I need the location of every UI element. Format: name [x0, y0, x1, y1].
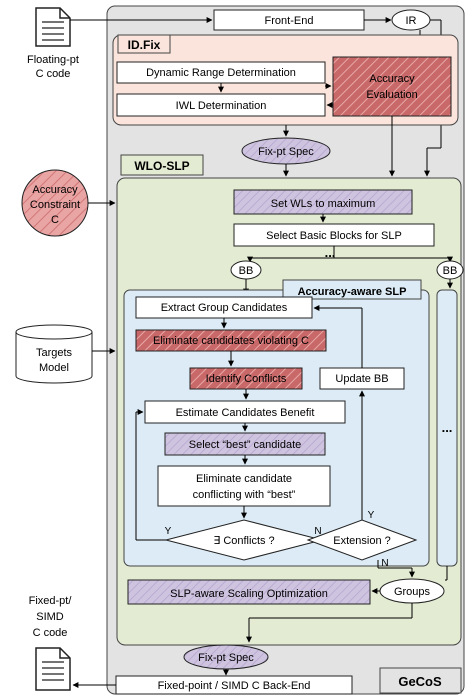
select-best-label: Select “best” candidate	[189, 439, 302, 451]
extension-no-label: N	[381, 558, 388, 569]
accuracy-constraint-label-1: Accuracy	[32, 184, 78, 196]
scaling-optimization-box	[127, 579, 371, 605]
eliminate-conflicting-box	[157, 465, 331, 507]
select-bb-label: Select Basic Blocks for SLP	[266, 230, 402, 242]
iwl-label: IWL Determination	[176, 100, 267, 112]
scaling-optimization-label: SLP-aware Scaling Optimization	[170, 588, 328, 600]
output-document-icon	[35, 647, 71, 691]
targets-label: Targets	[36, 347, 73, 359]
c-code-document-icon	[35, 7, 71, 47]
accuracy-aware-slp-title: Accuracy-aware SLP	[298, 286, 407, 298]
c-code-label-1: Floating-pt	[27, 54, 79, 66]
groups-label: Groups	[394, 586, 431, 598]
bb-label-left: BB	[239, 265, 254, 277]
idfix-title: ID.Fix	[128, 38, 161, 52]
fixpt-spec-label-top: Fix-pt Spec	[258, 146, 314, 158]
conflicts-decision-label: ∃ Conflicts ?	[213, 535, 274, 547]
output-label-2: SIMD	[36, 611, 64, 623]
bb-split-dots: ...	[325, 245, 336, 260]
frontend-label: Front-End	[265, 15, 314, 27]
output-label-3: C code	[33, 627, 68, 639]
accuracy-evaluation-box	[332, 56, 452, 117]
conflicts-no-label: N	[314, 526, 321, 537]
bb-label-right: BB	[443, 265, 458, 277]
accuracy-aware-slp-title-tag	[282, 279, 422, 300]
ir-label: IR	[406, 15, 417, 27]
accuracy-eval-label-2: Evaluation	[366, 89, 417, 101]
wlo-slp-title-tag	[120, 154, 204, 176]
estimate-benefit-label: Estimate Candidates Benefit	[176, 407, 315, 419]
extension-decision-diamond	[306, 519, 418, 561]
accuracy-constraint-label-3: C	[51, 214, 59, 226]
eliminate-conflicting-label-1: Eliminate candidate	[196, 473, 292, 485]
fixpt-spec-label-bottom: Fix-pt Spec	[198, 652, 254, 664]
iwl-box	[116, 93, 326, 117]
gecos-label: GeCoS	[398, 674, 442, 689]
other-bb-dots: ...	[442, 420, 453, 435]
model-label: Model	[39, 362, 69, 374]
output-label-1: Fixed-pt/	[29, 595, 73, 607]
extension-yes-label: Y	[368, 510, 375, 521]
accuracy-constraint-label-2: Constraint	[30, 199, 80, 211]
wlo-slp-title: WLO-SLP	[134, 159, 189, 173]
gecos-label-box	[379, 667, 462, 694]
drd-label: Dynamic Range Determination	[146, 67, 296, 79]
set-wl-label: Set WLs to maximum	[271, 198, 376, 210]
extension-decision-label: Extension ?	[333, 535, 390, 547]
accuracy-eval-label-1: Accuracy	[369, 73, 415, 85]
c-code-label-2: C code	[36, 68, 71, 80]
backend-label: Fixed-point / SIMD C Back-End	[158, 680, 311, 692]
targets-model-cylinder	[15, 324, 93, 384]
extract-candidates-label: Extract Group Candidates	[161, 302, 288, 314]
identify-conflicts-label: Identify Conflicts	[206, 373, 287, 385]
idfix-title-tag	[117, 34, 171, 54]
update-bb-label: Update BB	[335, 373, 388, 385]
eliminate-conflicting-label-2: conflicting with “best”	[193, 489, 296, 501]
eliminate-violating-label: Eliminate candidates violating C	[153, 335, 309, 347]
set-wl-box	[233, 189, 413, 215]
conflicts-yes-label: Y	[165, 526, 172, 537]
